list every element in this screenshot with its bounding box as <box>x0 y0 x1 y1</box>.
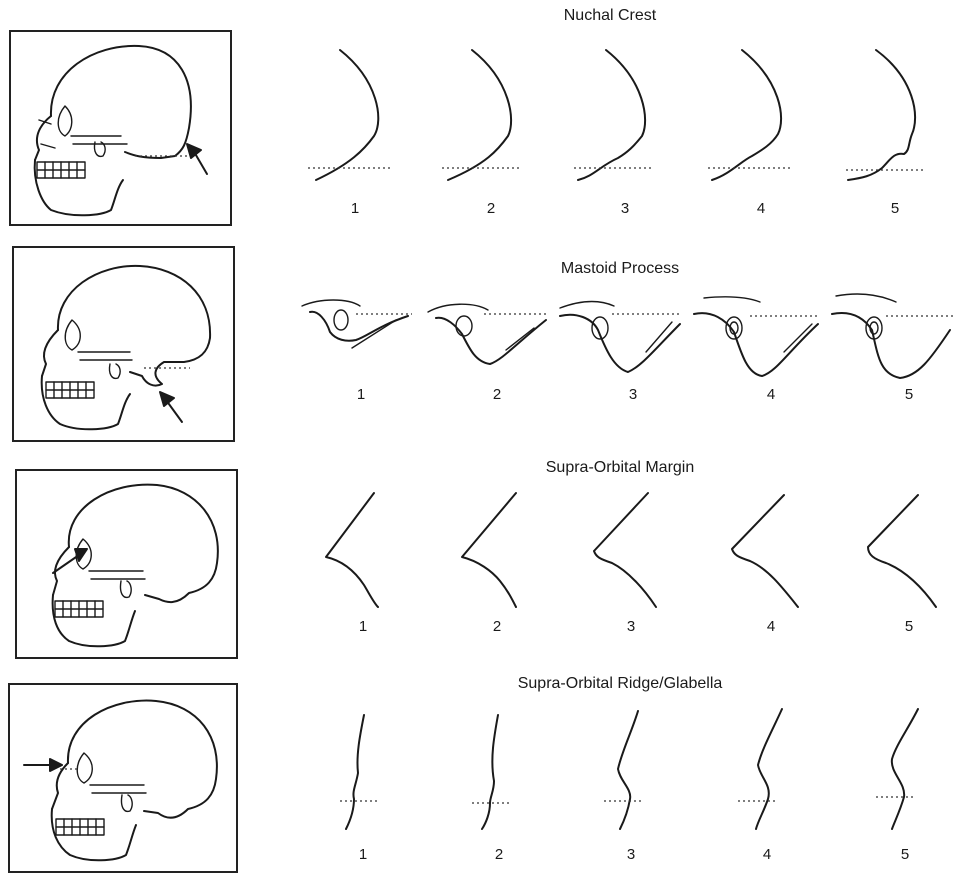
stage-number: 5 <box>894 618 924 635</box>
stage-outline-5 <box>868 495 936 607</box>
stage-outline-2 <box>472 715 512 829</box>
stage-outline-1 <box>340 715 380 829</box>
stage-outline-4 <box>738 709 782 829</box>
supra-orbital-ridge-glabella-panel: Supra-Orbital Ridge/Glabella 1 2 3 4 5 <box>0 665 956 874</box>
stage-outline-4 <box>694 297 818 376</box>
stage-outline-2 <box>428 304 546 364</box>
stage-outline-3 <box>560 302 680 372</box>
stage-number: 1 <box>346 386 376 403</box>
nuchal-crest-stages <box>0 0 956 230</box>
stage-number: 4 <box>752 846 782 863</box>
stage-outline-5 <box>876 709 918 829</box>
supra-orbital-margin-stages <box>0 455 956 665</box>
stage-number: 1 <box>340 200 370 217</box>
nuchal-crest-panel: Nuchal Crest 1 2 3 4 5 <box>0 0 956 230</box>
stage-outline-1 <box>302 300 412 348</box>
stage-outline-5 <box>846 50 926 180</box>
stage-outline-4 <box>708 50 792 180</box>
stage-number: 5 <box>894 386 924 403</box>
stage-outline-3 <box>574 50 654 180</box>
stage-outline-2 <box>442 50 522 180</box>
stage-number: 3 <box>618 386 648 403</box>
stage-number: 5 <box>880 200 910 217</box>
stage-number: 5 <box>890 846 920 863</box>
stage-number: 3 <box>610 200 640 217</box>
stage-outline-3 <box>594 493 656 607</box>
stage-number: 3 <box>616 846 646 863</box>
stage-number: 4 <box>746 200 776 217</box>
mastoid-process-stages <box>0 240 956 450</box>
stage-number: 1 <box>348 618 378 635</box>
mastoid-process-panel: Mastoid Process 1 2 3 4 5 <box>0 240 956 450</box>
stage-number: 2 <box>482 386 512 403</box>
supra-orbital-ridge-glabella-stages <box>0 665 956 874</box>
stage-number: 3 <box>616 618 646 635</box>
stage-number: 2 <box>484 846 514 863</box>
stage-outline-1 <box>326 493 378 607</box>
stage-outline-3 <box>604 711 644 829</box>
stage-number: 4 <box>756 618 786 635</box>
stage-outline-4 <box>732 495 798 607</box>
stage-outline-1 <box>308 50 390 180</box>
stage-number: 4 <box>756 386 786 403</box>
stage-outline-5 <box>832 294 954 378</box>
stage-outline-2 <box>462 493 516 607</box>
stage-number: 1 <box>348 846 378 863</box>
stage-number: 2 <box>476 200 506 217</box>
stage-number: 2 <box>482 618 512 635</box>
supra-orbital-margin-panel: Supra-Orbital Margin 1 2 3 4 5 <box>0 455 956 665</box>
